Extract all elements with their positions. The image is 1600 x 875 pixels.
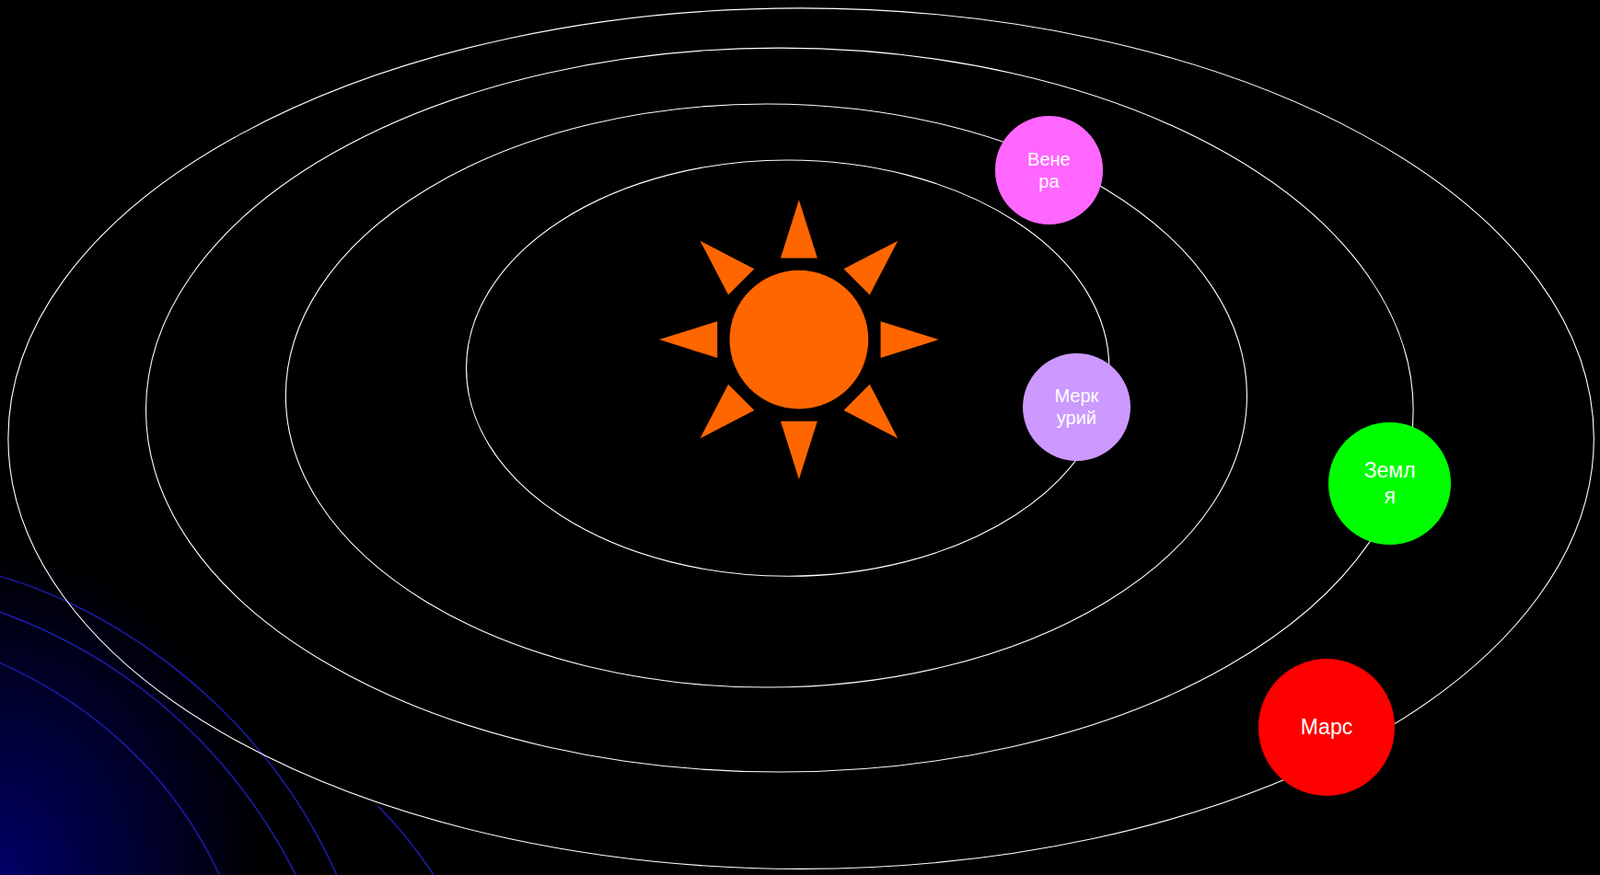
sun-ray <box>881 321 940 359</box>
sun-ray <box>686 228 754 296</box>
sun-disk <box>730 270 870 410</box>
sun-ray <box>659 321 718 359</box>
sun-ray <box>843 384 911 453</box>
planet-circle: Меркурий <box>1022 353 1131 462</box>
sun-ray <box>843 228 911 296</box>
orbit <box>8 8 1594 870</box>
orbit <box>285 104 1247 688</box>
sun-ray <box>780 199 818 258</box>
orbit <box>146 47 1415 773</box>
sun-ray <box>780 421 818 480</box>
orbits <box>8 8 1594 870</box>
sun-ray <box>686 384 754 453</box>
orbit <box>466 160 1110 577</box>
corner-lines <box>0 576 434 875</box>
planet-name: Меркурий <box>1052 384 1101 430</box>
planet-circle: Венера <box>995 115 1103 224</box>
planet-circle: Земля <box>1328 422 1451 545</box>
planet-name: Венера <box>1025 148 1072 194</box>
planet-circle: Марс <box>1258 659 1396 797</box>
planet-name: Марс <box>1300 714 1354 741</box>
planet-name: Земля <box>1364 457 1416 510</box>
sun-symbol <box>659 199 940 480</box>
